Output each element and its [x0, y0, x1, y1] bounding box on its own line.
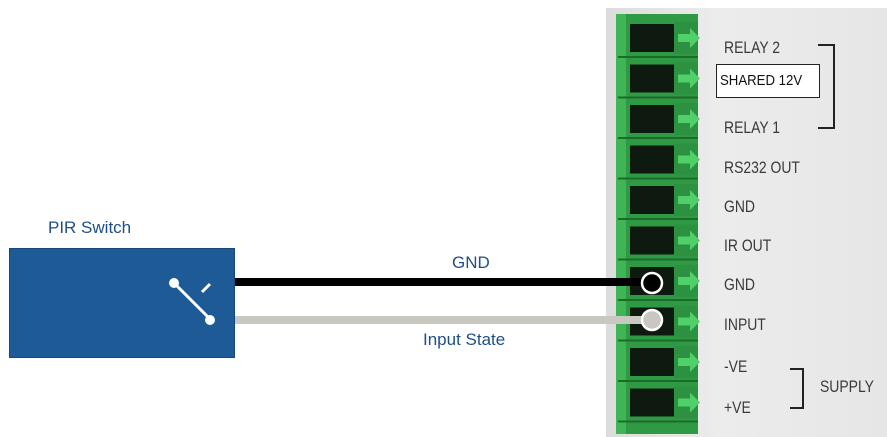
terminal-screw-hole — [630, 64, 674, 93]
terminal-screw-hole — [630, 348, 674, 376]
terminal-screw-hole — [630, 226, 674, 255]
switch-contact-bottom — [205, 315, 215, 325]
terminal-arrow — [678, 311, 700, 332]
terminal-pin — [618, 346, 700, 382]
terminal-pin — [618, 143, 700, 180]
terminal-screw-hole — [630, 388, 674, 417]
gnd-terminal-point — [640, 271, 664, 295]
terminal-label-gnd-1: GND — [724, 197, 755, 216]
gnd-wire-label: GND — [452, 253, 490, 272]
terminal-pin — [618, 103, 700, 139]
terminal-label-gnd-2: GND — [724, 275, 755, 294]
terminal-pin — [618, 22, 700, 58]
terminal-arrow — [678, 149, 700, 170]
terminal-block — [616, 14, 700, 434]
terminal-label-plus-ve: +VE — [724, 398, 751, 417]
terminal-pin — [618, 62, 700, 99]
supply-bracket — [790, 368, 804, 409]
terminal-arrow — [678, 109, 700, 129]
shared-12v-box — [716, 64, 820, 98]
terminal-arrow — [678, 28, 700, 48]
terminal-pin — [618, 224, 700, 261]
terminal-arrow — [678, 392, 700, 413]
terminal-arrow — [678, 271, 700, 291]
supply-label: SUPPLY — [820, 377, 874, 396]
terminal-screw-hole — [630, 24, 674, 52]
switch-contact-top — [169, 278, 179, 288]
terminal-screw-hole — [630, 186, 674, 214]
terminal-arrow — [678, 230, 700, 251]
terminal-pin — [618, 184, 700, 220]
terminal-arrow — [678, 190, 700, 210]
shared-12v-label: SHARED 12V — [720, 72, 803, 89]
pir-switch-box — [9, 248, 235, 358]
relay-bracket — [818, 44, 835, 129]
terminal-pin — [618, 386, 700, 423]
input-terminal-point — [640, 308, 664, 332]
terminal-screw-hole — [630, 145, 674, 174]
terminal-label-ir-out: IR OUT — [724, 236, 772, 255]
terminal-screw-hole — [630, 105, 674, 133]
terminal-label-relay-1: RELAY 1 — [724, 118, 781, 137]
terminal-arrow — [678, 68, 700, 89]
pir-switch-title: PIR Switch — [48, 218, 132, 237]
input-wire-label: Input State — [423, 330, 506, 349]
terminal-label-minus-ve: -VE — [724, 357, 748, 376]
switch-arm — [173, 282, 212, 321]
terminal-label-relay-2: RELAY 2 — [724, 38, 781, 57]
terminal-label-input: INPUT — [724, 315, 766, 334]
terminal-arrow — [678, 352, 700, 372]
terminal-label-rs232-out: RS232 OUT — [724, 158, 800, 177]
